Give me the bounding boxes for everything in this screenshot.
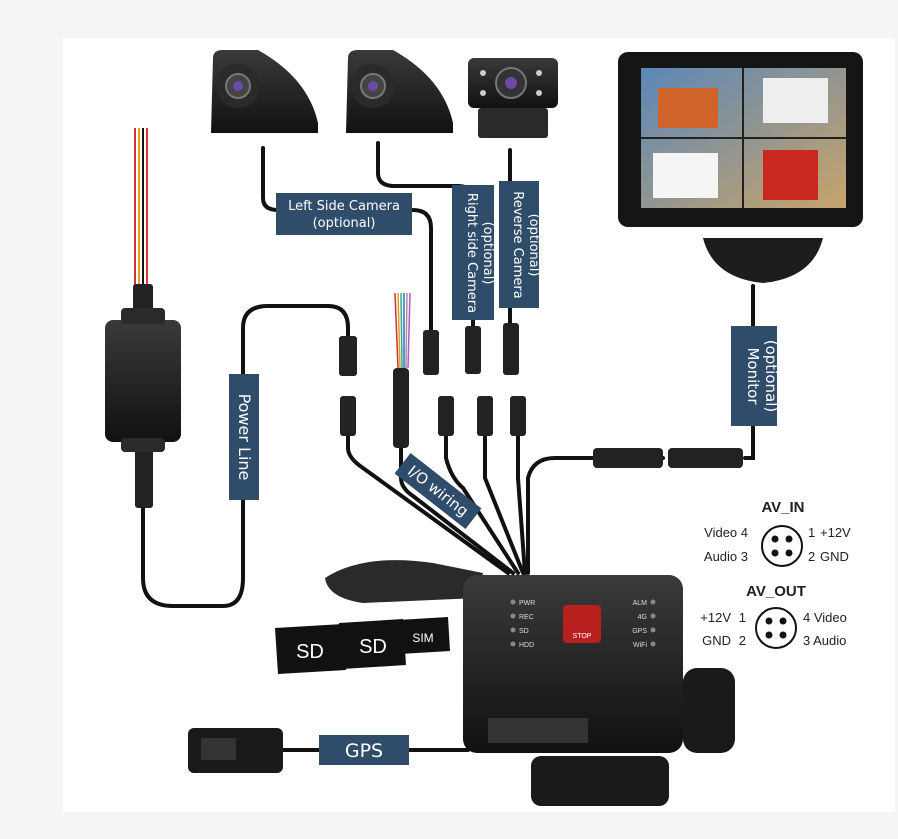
av-out-title: AV_OUT [746, 583, 806, 600]
sd-card-2-label: SD [359, 636, 387, 658]
power-plug [133, 284, 153, 314]
av-out-pin-3-audio: 3 Audio [803, 633, 846, 648]
av-in-pinout: AV_IN Video 4 Audio 3 1 +12V 2 GND [704, 499, 851, 567]
monitor-plug-left [593, 448, 663, 468]
gps-label: GPS [319, 735, 409, 765]
left-led-sd: SD [519, 628, 529, 635]
av-in-pin-video4: Video 4 [704, 525, 748, 540]
sd-card-1-label: SD [296, 641, 324, 663]
av-in-pin-1: 1 [808, 525, 815, 540]
left-led-sd-indicator [510, 627, 516, 633]
av-in-pin-12v: +12V [820, 525, 851, 540]
power-aviation-plug-bottom [340, 396, 356, 436]
av-out-pin-12v: +12V [700, 610, 731, 625]
right-led-gps: GPS [632, 628, 647, 635]
right-led-gps-indicator [650, 627, 656, 633]
right-led-wifi-indicator [650, 641, 656, 647]
av-out-pin-2: 2 [739, 633, 746, 648]
av-out-pin-gnd: GND [702, 633, 731, 648]
io-color-wires [394, 292, 411, 369]
monitor-plug-right [668, 448, 743, 468]
left-led-hdd-indicator [510, 641, 516, 647]
right-side-camera [346, 50, 453, 133]
power-converter [105, 308, 181, 452]
av-out-pinout: AV_OUT +12V 1 GND 2 4 Video 3 Audio [700, 583, 847, 649]
left-led-hdd: HDD [519, 642, 534, 649]
right-cam-plug-top [465, 326, 481, 374]
power-aviation-plug-top [339, 336, 357, 376]
left-led-pwr: PWR [519, 600, 535, 607]
right-side-camera-optional: (optional) [480, 222, 495, 285]
reverse-camera-title: Reverse Camera [510, 191, 525, 298]
right-led-alm-indicator [650, 599, 656, 605]
dvr-unit: STOP PWR REC SD HDD ALM 4G GPS WiFi [325, 560, 735, 806]
monitor-optional: (optional) [762, 340, 780, 413]
right-led-4g-indicator [650, 613, 656, 619]
left-side-camera-label: Left Side Camera (optional) [276, 193, 412, 235]
gps-module [188, 728, 283, 773]
right-cam-plug-bottom [477, 396, 493, 436]
reverse-cam-plug-bottom [510, 396, 526, 436]
connectors [133, 284, 743, 508]
left-led-rec-indicator [510, 613, 516, 619]
gps-title: GPS [345, 740, 383, 762]
reverse-cam-plug-top [503, 323, 519, 375]
left-side-camera-optional: (optional) [313, 216, 376, 231]
reverse-camera-optional: (optional) [526, 214, 541, 277]
av-in-pin-gnd: GND [820, 549, 849, 564]
av-out-pin-4-video: 4 Video [803, 610, 847, 625]
av-in-pin-2: 2 [808, 549, 815, 564]
left-camera-cable-down [444, 434, 520, 575]
monitor-title: Monitor [744, 347, 762, 405]
av-in-title: AV_IN [761, 499, 804, 516]
left-cam-plug-bottom [438, 396, 454, 436]
reverse-camera-cable-down [516, 434, 527, 575]
right-side-camera-label: Right side Camera (optional) [452, 185, 495, 320]
io-wiring-title: I/O wiring [404, 462, 472, 520]
monitor-label: Monitor (optional) [731, 326, 780, 426]
right-led-4g: 4G [638, 614, 647, 621]
power-line-title: Power Line [235, 394, 254, 481]
left-led-rec: REC [519, 614, 534, 621]
sim-card-label: SIM [412, 631, 433, 645]
power-plug-bottom [135, 446, 153, 508]
av-in-pin-audio3: Audio 3 [704, 549, 748, 564]
monitor-device [618, 52, 863, 283]
right-camera-cable-down [483, 434, 525, 575]
io-plug [393, 368, 409, 448]
storage-cards: SD SD SIM [275, 617, 450, 674]
left-side-camera-title: Left Side Camera [288, 199, 400, 214]
emergency-button[interactable]: STOP [573, 633, 592, 640]
av-out-pin-1: 1 [739, 610, 746, 625]
left-cam-plug-top [423, 330, 439, 375]
right-led-alm: ALM [633, 600, 648, 607]
right-led-wifi: WiFi [633, 642, 647, 649]
power-color-wires [134, 128, 148, 288]
monitor-cable-to-dvr [526, 456, 665, 575]
left-side-camera [211, 50, 318, 133]
left-led-pwr-indicator [510, 599, 516, 605]
reverse-camera-label: Reverse Camera (optional) [499, 181, 541, 308]
reverse-camera [468, 58, 558, 138]
power-cable-to-plug [346, 411, 510, 575]
power-line-label: Power Line [229, 374, 259, 500]
right-side-camera-title: Right side Camera [464, 193, 479, 313]
